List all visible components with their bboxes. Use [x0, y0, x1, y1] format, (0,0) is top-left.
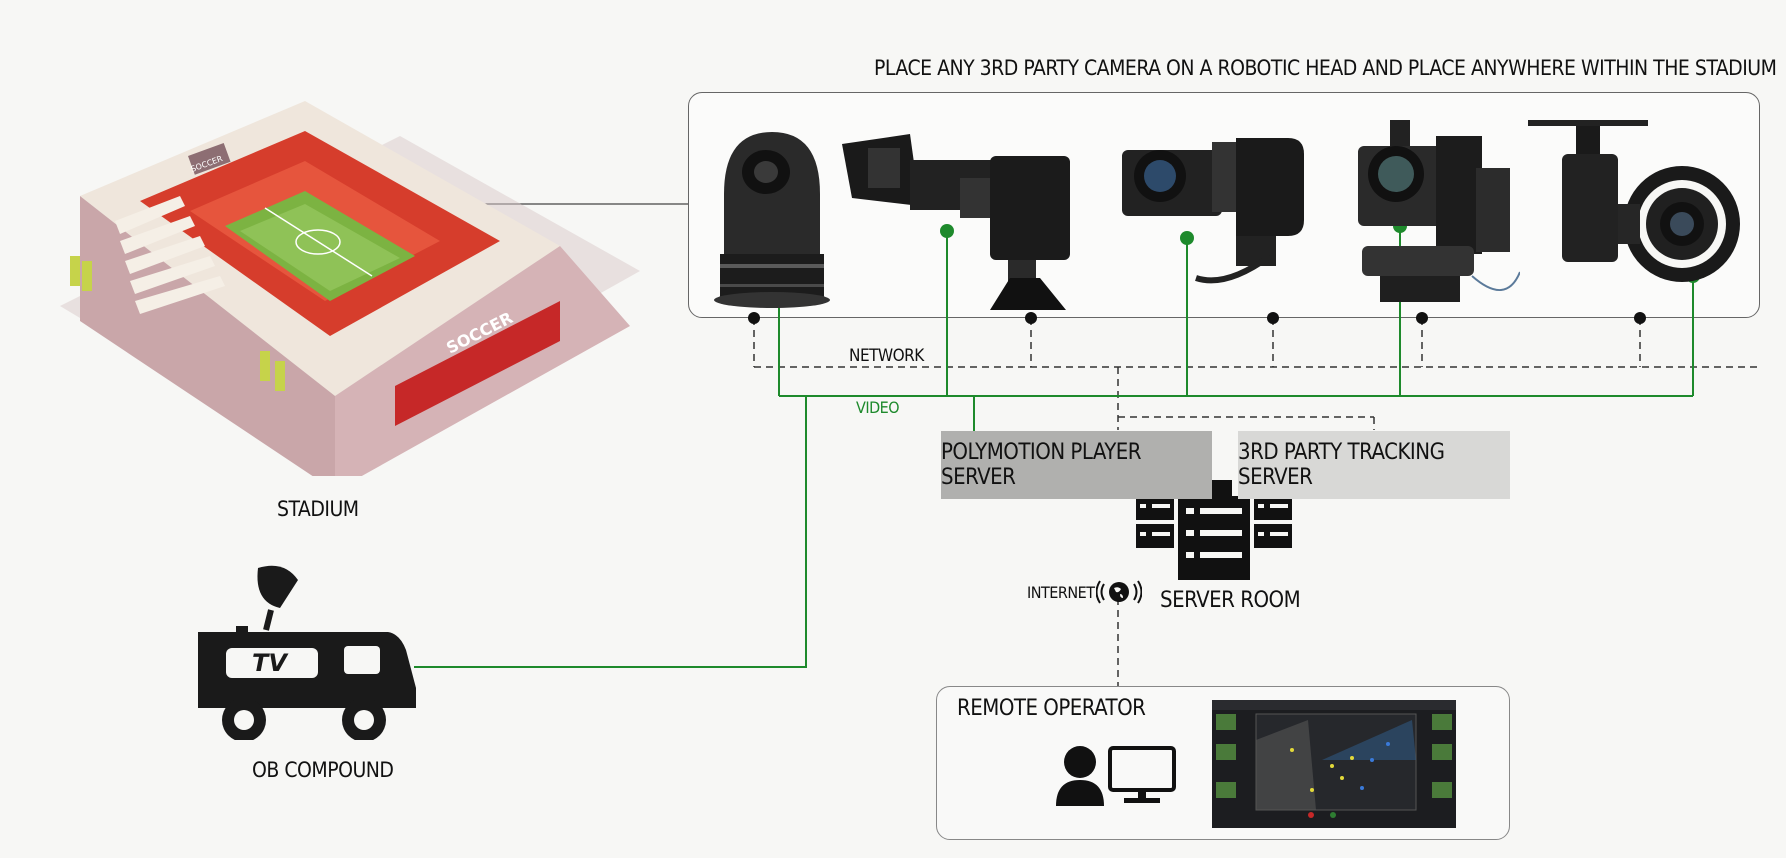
cinema-camera-robotic-head-icon [1358, 120, 1520, 302]
network-label: NETWORK [849, 346, 924, 366]
globe-icon [1096, 580, 1142, 604]
server-room-label: SERVER ROOM [1160, 588, 1301, 613]
stadium-icon: SOCCER SOCCER [60, 101, 640, 476]
operator-dashboard-screenshot [1212, 700, 1456, 828]
server-rack-icon [1136, 480, 1292, 580]
polymotion-player-server: POLYMOTION PLAYER SERVER [941, 431, 1212, 499]
video-label: VIDEO [856, 398, 900, 417]
robotic-dome-camera-icon [714, 132, 830, 308]
stadium-label: STADIUM [277, 497, 359, 521]
network-lines [753, 318, 1757, 686]
internet-label: INTERNET [1027, 583, 1095, 602]
network-dots [748, 312, 1646, 324]
tv-truck-icon: TV [198, 565, 416, 740]
3rd-party-tracking-server: 3RD PARTY TRACKING SERVER [1238, 431, 1510, 499]
broadcast-camera-icon [842, 134, 1070, 310]
diagram-title: PLACE ANY 3RD PARTY CAMERA ON A ROBOTIC … [874, 56, 1777, 80]
ob-compound-label: OB COMPOUND [252, 758, 394, 782]
video-lines [414, 226, 1694, 668]
remote-operator-label: REMOTE OPERATOR [957, 696, 1146, 721]
studio-camera-icon [1122, 138, 1304, 284]
gimbal-camera-icon [1528, 120, 1740, 282]
truck-tv-sign: TV [252, 649, 289, 677]
operator-with-monitor-icon [1056, 746, 1176, 806]
